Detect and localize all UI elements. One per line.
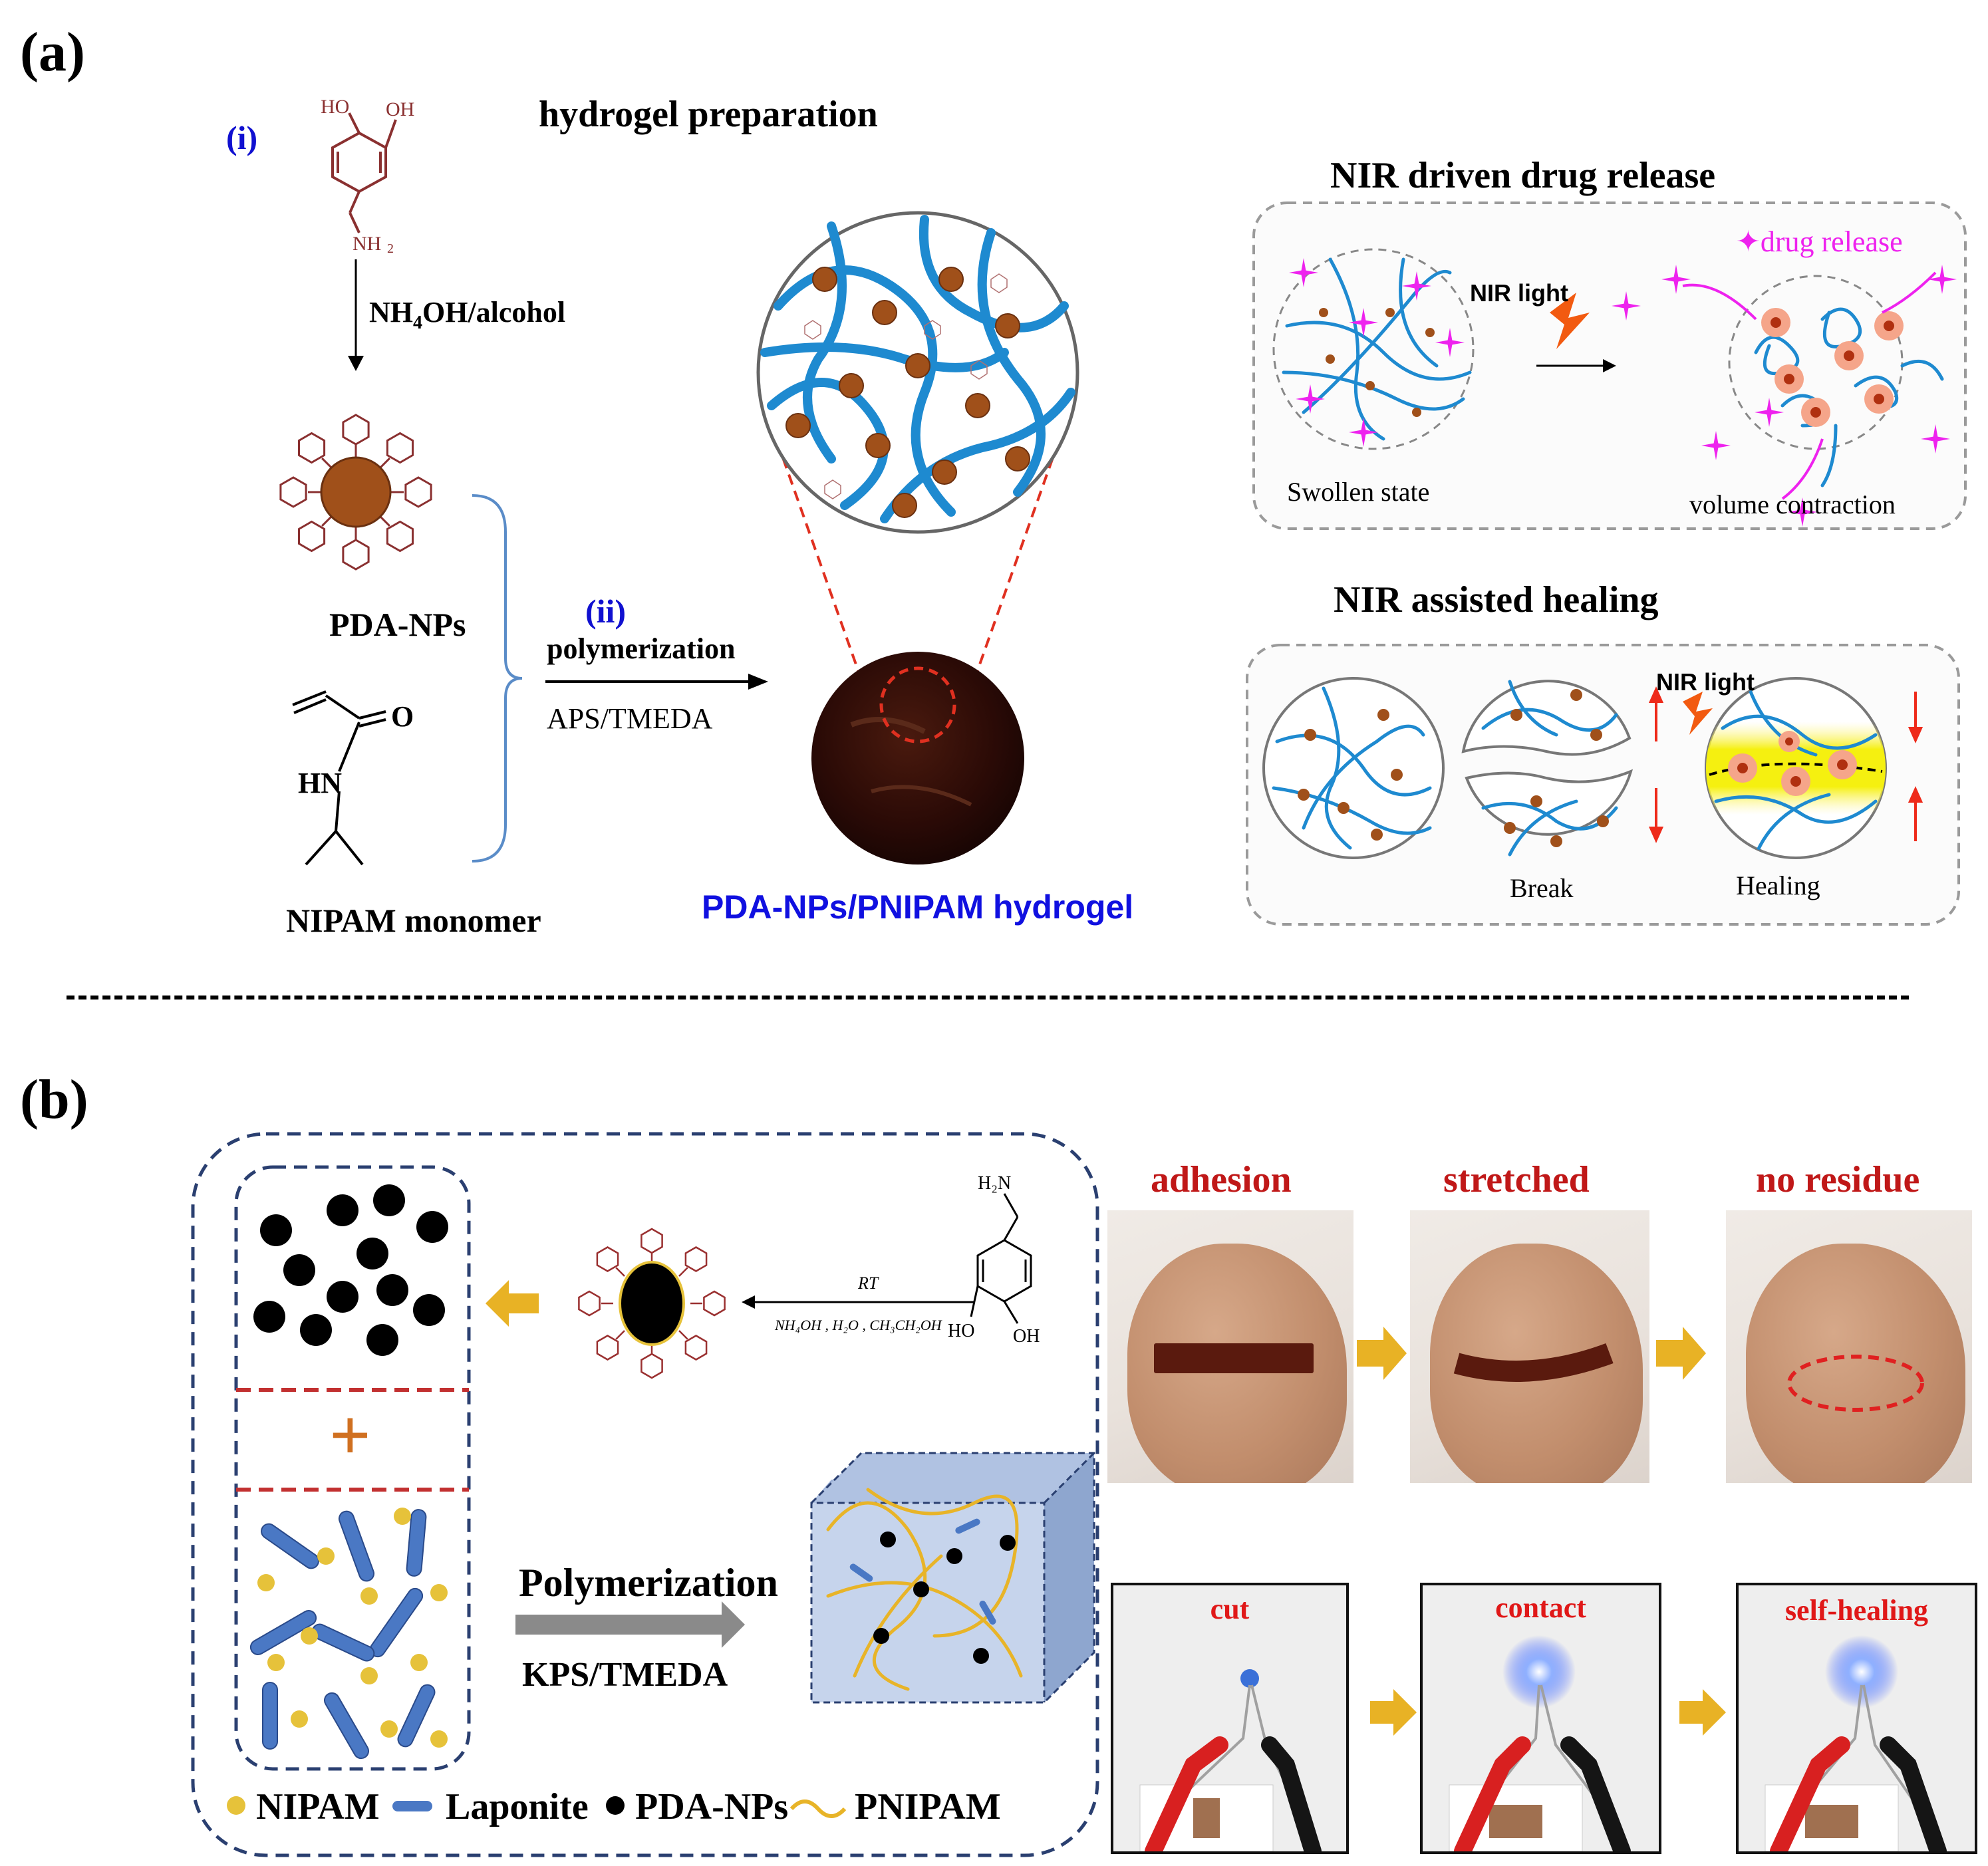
hydrogel-label: PDA-NPs/PNIPAM hydrogel [702, 888, 1134, 926]
legend-nipam-marker [227, 1796, 245, 1815]
photo-stretched [1410, 1210, 1649, 1483]
polymerization-arrow-a [545, 674, 768, 690]
photo-label-self-healing: self-healing [1784, 1594, 1929, 1627]
legend-pda-marker [606, 1796, 625, 1815]
legend-laponite-marker [392, 1801, 432, 1811]
reaction-rt-label: RT [857, 1273, 879, 1293]
photo-label-cut: cut [1210, 1593, 1250, 1625]
nipam-monomer-label: NIPAM monomer [286, 902, 541, 939]
nir-healing-title: NIR assisted healing [1334, 579, 1659, 620]
gold-arrow-4 [1679, 1689, 1726, 1736]
drug-release-box [1252, 201, 1967, 530]
pda-nanoparticle [279, 414, 432, 571]
photo-label-contact: contact [1495, 1591, 1586, 1624]
healing-label: Healing [1736, 870, 1820, 900]
synthesis-scheme-b: + RT NH₄OH , H₂O , CH₃CH₂OH H₂N HO OH [191, 1132, 1099, 1857]
swollen-state-label: Swollen state [1287, 477, 1430, 507]
gold-arrow-1 [1357, 1327, 1407, 1380]
polymerization-label-a: polymerization [547, 632, 736, 665]
photo-contact: contact [1420, 1583, 1661, 1854]
hydrogel-network-zoom [756, 211, 1079, 865]
step-ii-label: (ii) [585, 593, 627, 630]
step-i-label: (i) [226, 119, 258, 156]
photo-self-healing: self-healing [1736, 1583, 1977, 1854]
polymerization-label-b: Polymerization [519, 1561, 778, 1605]
photo-label-stretched: stretched [1443, 1159, 1590, 1200]
dopamine-ho-label: HO [321, 96, 349, 118]
dopamine-amine-label: NH [353, 233, 381, 253]
panel-b-letter: (b) [20, 1069, 88, 1131]
nir-light-label-2: NIR light [1656, 668, 1755, 696]
reaction-reagents-label: NH₄OH , H₂O , CH₃CH₂OH [774, 1317, 942, 1333]
legend-laponite-label: Laponite [446, 1786, 589, 1827]
photo-label-adhesion: adhesion [1151, 1159, 1292, 1200]
kps-tmeda-label: KPS/TMEDA [522, 1656, 728, 1694]
panel-separator [67, 996, 1909, 1000]
legend-nipam-label: NIPAM [256, 1786, 380, 1827]
drug-release-title: NIR driven drug release [1330, 155, 1716, 196]
healing-box [1246, 644, 1960, 926]
dopamine-b-amine-label: H₂N [978, 1173, 1011, 1194]
nipam-hn-label: HN [298, 767, 342, 799]
panel-a-letter: (a) [20, 21, 85, 83]
nir-light-label-1: NIR light [1470, 279, 1568, 307]
hydrogel-preparation-title: hydrogel preparation [539, 94, 878, 135]
dopamine-molecule: HO OH NH 2 [321, 96, 414, 253]
dopamine-b-oh-label: OH [1013, 1326, 1040, 1347]
aps-tmeda-label: APS/TMEDA [547, 702, 713, 735]
down-arrow [348, 259, 364, 371]
drug-release-label: ✦drug release [1736, 225, 1903, 258]
legend-pnipam-label: PNIPAM [855, 1786, 1001, 1827]
gold-arrow-2 [1656, 1327, 1706, 1380]
photo-cut: cut [1111, 1583, 1349, 1854]
bracket [472, 494, 523, 863]
photo-no-residue [1726, 1210, 1972, 1483]
gold-arrow-3 [1370, 1689, 1417, 1736]
photo-label-no-residue: no residue [1756, 1159, 1920, 1200]
plus-sign: + [329, 1395, 371, 1476]
reagent-label: NH4OH/alcohol [369, 296, 566, 333]
legend-pnipam-marker [789, 1799, 847, 1818]
volume-contraction-label: volume contraction [1689, 489, 1896, 519]
nipam-monomer-structure: O HN [292, 690, 414, 866]
pda-nps-label: PDA-NPs [329, 606, 466, 643]
photo-adhesion [1107, 1210, 1353, 1483]
break-label: Break [1510, 873, 1574, 903]
dopamine-oh-label: OH [386, 98, 414, 120]
dopamine-amine-subscript: 2 [387, 241, 394, 253]
legend-pda-label: PDA-NPs [635, 1786, 788, 1827]
nipam-oxygen-label: O [391, 700, 414, 733]
dopamine-b-ho-label: HO [948, 1321, 974, 1341]
